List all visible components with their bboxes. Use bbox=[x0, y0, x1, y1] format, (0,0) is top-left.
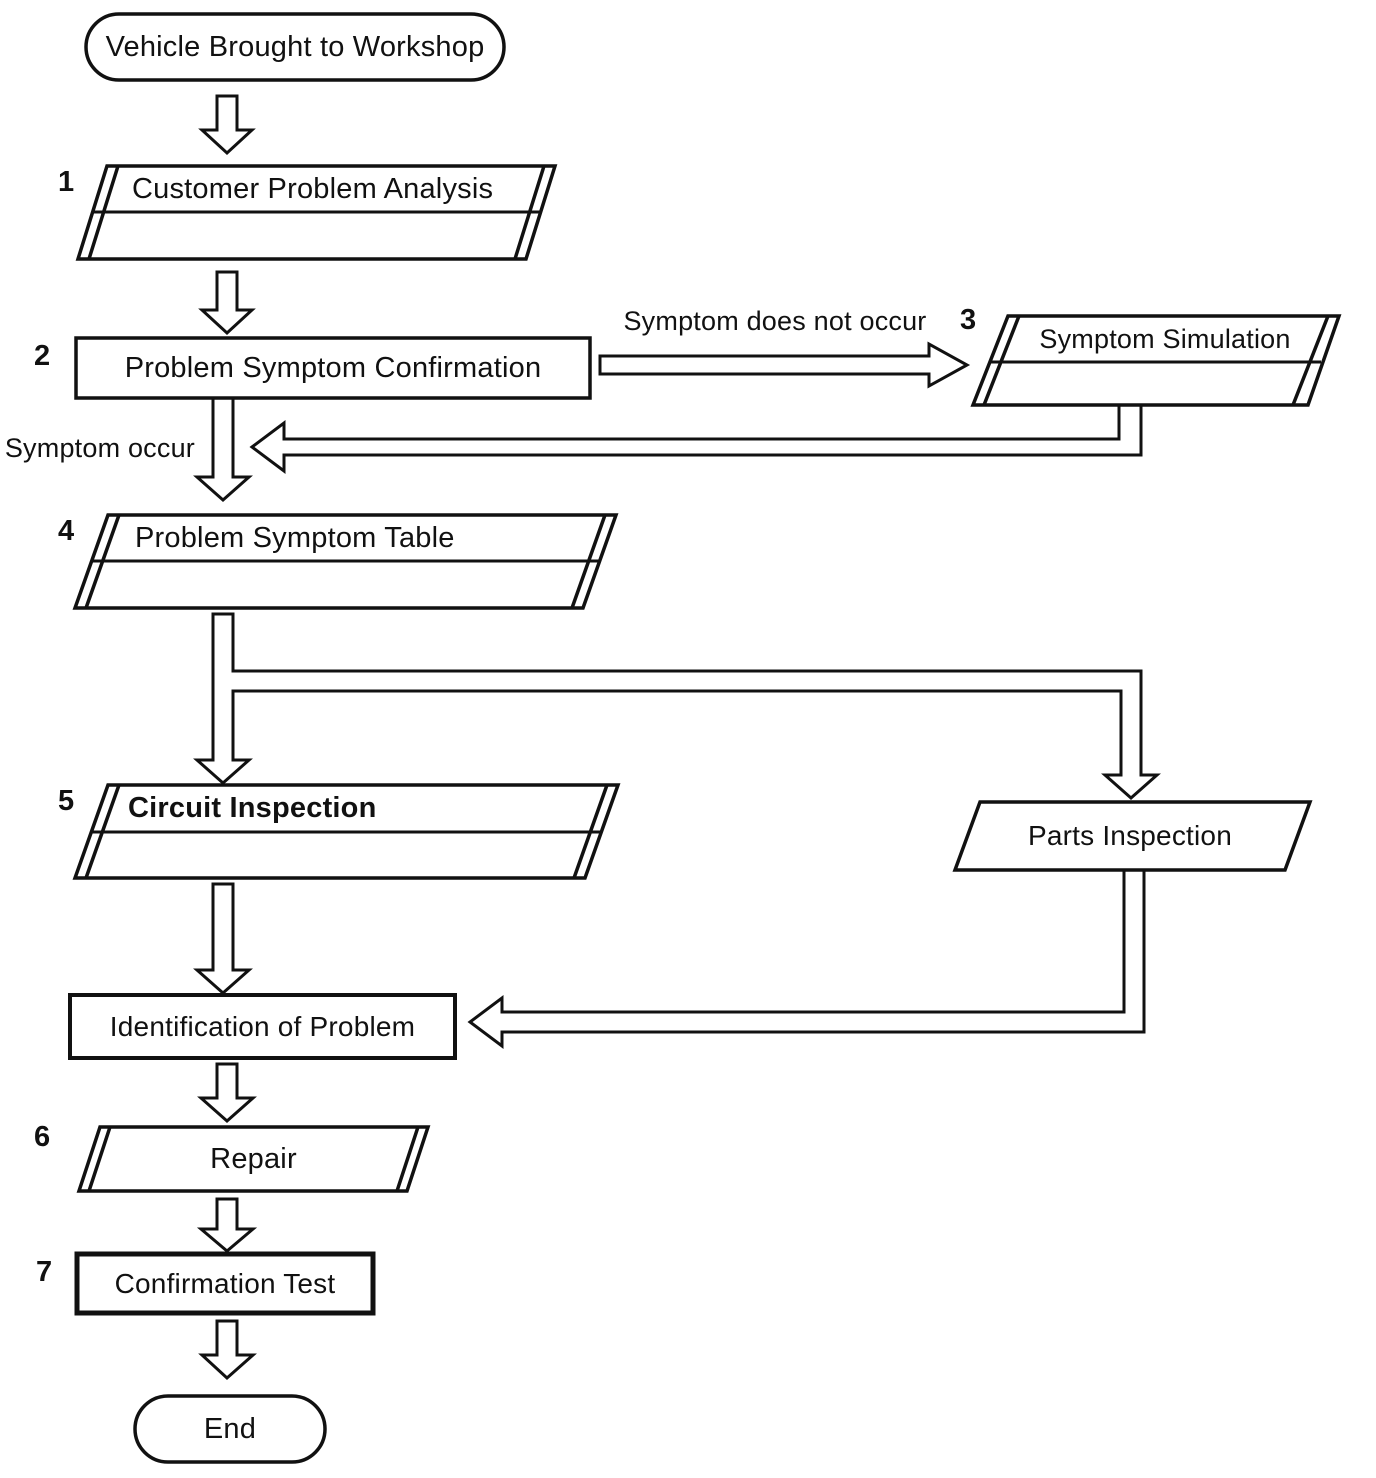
step-number-4: 4 bbox=[58, 515, 75, 547]
arrow-test-to-end bbox=[198, 1319, 257, 1381]
arrow-confirmation-to-simulation bbox=[598, 341, 971, 389]
step-number-1: 1 bbox=[58, 166, 75, 198]
arrow-table-branch bbox=[193, 612, 1161, 801]
step-number-5: 5 bbox=[58, 785, 75, 817]
arrow-repair-to-test bbox=[196, 1197, 258, 1253]
step-number-3: 3 bbox=[960, 304, 977, 336]
node-label-circuit-inspection: Circuit Inspection bbox=[128, 792, 377, 824]
arrow-confirmation-to-table bbox=[193, 396, 253, 503]
arrow-circuit-to-identification bbox=[193, 882, 253, 996]
arrow-simulation-return bbox=[249, 401, 1143, 474]
step-number-6: 6 bbox=[34, 1121, 51, 1153]
node-label-confirmation-test: Confirmation Test bbox=[114, 1267, 336, 1299]
node-label-symptom-simulation: Symptom Simulation bbox=[1039, 323, 1291, 354]
arrow-start-to-analysis bbox=[198, 94, 256, 156]
parts-inspection-shape bbox=[952, 800, 1313, 872]
repair-inner-right-edge bbox=[395, 1126, 420, 1192]
step-number-2: 2 bbox=[34, 340, 51, 372]
problem-symptom-confirmation-shape bbox=[74, 336, 592, 400]
edge-label-symptom-does-not-occur: Symptom does not occur bbox=[623, 305, 927, 336]
repair-shape bbox=[76, 1125, 431, 1193]
arrow-parts-to-identification bbox=[467, 866, 1146, 1049]
start-terminator-shape bbox=[84, 12, 506, 82]
node-label-start: Vehicle Brought to Workshop bbox=[105, 30, 485, 63]
repair-inner-left-edge bbox=[87, 1126, 112, 1192]
node-label-repair: Repair bbox=[210, 1142, 297, 1175]
node-label-end: End bbox=[203, 1412, 257, 1445]
step-number-7: 7 bbox=[36, 1256, 53, 1288]
node-label-parts-inspection: Parts Inspection bbox=[1028, 820, 1232, 851]
node-label-identification-of-problem: Identification of Problem bbox=[109, 1010, 416, 1042]
node-label-customer-problem-analysis: Customer Problem Analysis bbox=[132, 172, 494, 205]
arrow-identification-to-repair bbox=[197, 1062, 257, 1124]
end-terminator-shape bbox=[133, 1394, 327, 1464]
node-label-problem-symptom-confirmation: Problem Symptom Confirmation bbox=[124, 351, 542, 384]
confirmation-test-shape bbox=[74, 1251, 376, 1316]
edge-label-symptom-occur: Symptom occur bbox=[4, 432, 195, 463]
identification-of-problem-shape bbox=[68, 993, 457, 1060]
node-label-problem-symptom-table: Problem Symptom Table bbox=[135, 521, 455, 554]
arrow-analysis-to-confirmation bbox=[198, 270, 256, 336]
